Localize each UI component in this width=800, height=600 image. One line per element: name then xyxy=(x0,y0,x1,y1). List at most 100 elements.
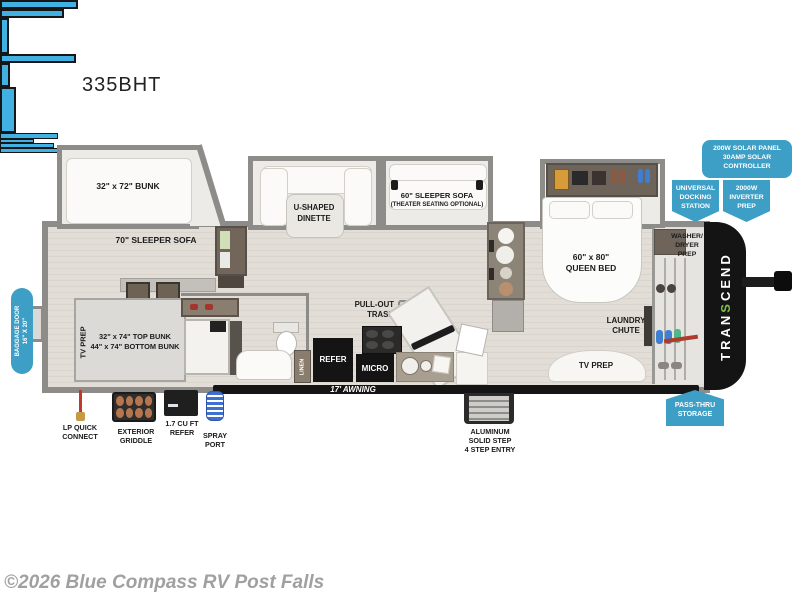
laundry-chute-label-line2: CHUTE xyxy=(612,326,640,335)
refer-label: REFER xyxy=(319,355,347,364)
burner-4 xyxy=(382,341,394,349)
inverter-line1: 2000W xyxy=(735,185,758,192)
spray-label-line1: SPRAY xyxy=(202,431,228,440)
ec-plate-4 xyxy=(499,282,513,296)
inverter-line2: INVERTER xyxy=(729,194,764,202)
mini-refer-label-line1: 1.7 CU FT xyxy=(165,419,199,428)
storage-sandal-2 xyxy=(665,330,672,344)
entry-steps-treads xyxy=(469,396,509,421)
linen-cabinet: LINEN xyxy=(294,350,311,383)
ec-plate-3 xyxy=(500,267,512,279)
wardrobe-cabinet-panel2 xyxy=(220,252,230,268)
lp-label-line2: CONNECT xyxy=(62,432,98,441)
solar-line1: 200W SOLAR PANEL xyxy=(713,145,781,152)
baggage-line1: BAGGAGE DOOR xyxy=(14,305,21,357)
docking-line3: STATION xyxy=(681,203,710,211)
micro: MICRO xyxy=(356,354,394,382)
dinette-label-line1: U-SHAPED xyxy=(293,203,335,212)
wardrobe-item-shoes2 xyxy=(619,169,625,184)
washer-dryer-label-line2: DRYER xyxy=(675,242,699,249)
sofa-label-line2: (THEATER SEATING OPTIONAL) xyxy=(390,202,484,208)
bedroom-dresser xyxy=(548,350,646,382)
brand-post: CEND xyxy=(717,251,733,301)
awning-label: 17' AWNING xyxy=(330,385,376,394)
solar-badge: 200W SOLAR PANEL 30AMP SOLAR CONTROLLER xyxy=(702,140,792,178)
laundry-chute-hardware xyxy=(644,306,653,346)
linen-label: LINEN xyxy=(299,358,306,375)
inverter-badge: 2000W INVERTER PREP xyxy=(723,180,770,222)
bath-wall-right xyxy=(306,293,309,351)
lp-connector xyxy=(76,412,85,421)
storage-sandal-3 xyxy=(674,329,681,343)
ec-handle-2 xyxy=(489,268,494,280)
shower-fixture xyxy=(210,321,226,332)
refer: REFER xyxy=(313,338,353,382)
burner-1 xyxy=(366,330,378,338)
spray-label-line2: PORT xyxy=(205,440,225,449)
wardrobe-item-sandal1 xyxy=(638,169,643,183)
washer-dryer-label-line3: PREP xyxy=(677,251,697,258)
brand-logo: TRANSCEND xyxy=(718,252,733,361)
rear-window xyxy=(0,87,16,133)
entry-landing xyxy=(456,352,488,385)
vanity-item2 xyxy=(205,304,213,310)
bunk-slide-label: 32" x 72" BUNK xyxy=(96,181,160,191)
sleeper-sofa-label: 70" SLEEPER SOFA xyxy=(115,235,197,245)
rod-3 xyxy=(684,258,686,380)
micro-label: MICRO xyxy=(361,364,389,373)
wardrobe-item-bag xyxy=(554,169,569,190)
docking-line1: UNIVERSAL xyxy=(675,185,716,192)
dinette-table xyxy=(286,194,344,238)
storage-shoes-4 xyxy=(671,362,682,369)
counter-sink-2 xyxy=(420,360,432,372)
rear-bunk-platform xyxy=(74,298,186,382)
baggage-door-badge: BAGGAGE DOOR 16" X 20" xyxy=(11,288,33,374)
docking-station-badge: UNIVERSAL DOCKING STATION xyxy=(672,180,719,222)
bunk-window xyxy=(0,0,78,9)
steps-label-line3: 4 STEP ENTRY xyxy=(464,445,516,454)
rear-tv-strip xyxy=(0,133,58,139)
rod-1 xyxy=(664,258,666,380)
brand-accent: S xyxy=(717,300,733,313)
laundry-chute-label-line1: LAUNDRY xyxy=(606,316,646,325)
baggage-line2: 16" X 20" xyxy=(23,317,30,345)
bunk-mattress xyxy=(66,158,192,224)
burner-2 xyxy=(382,330,394,338)
mini-refer xyxy=(164,390,198,416)
docking-line2: DOCKING xyxy=(679,194,712,202)
pass-thru-line1: PASS-THRU xyxy=(674,402,716,409)
spray-port-coil xyxy=(206,391,224,421)
griddle-label-line1: EXTERIOR xyxy=(117,427,155,436)
page-title: 335BHT xyxy=(82,74,162,96)
wardrobe-item-shoes1 xyxy=(611,169,617,184)
storage-shoes-1 xyxy=(656,284,665,293)
queen-bed-label-line2: QUEEN BED xyxy=(565,263,617,273)
queen-bed-label-line1: 60" x 80" xyxy=(572,252,610,262)
front-cap: TRANSCEND xyxy=(704,222,746,390)
bed-pillow-right xyxy=(592,201,633,219)
baggage-door-text: BAGGAGE DOOR 16" X 20" xyxy=(14,306,30,357)
vanity-item1 xyxy=(190,304,198,310)
dinette-bench-left xyxy=(260,168,288,226)
mini-refer-label-line2: REFER xyxy=(169,428,195,437)
storage-shoes-2 xyxy=(667,284,676,293)
bed-pillow-left xyxy=(549,201,590,219)
stove-knobs xyxy=(0,139,34,143)
brand-pre: TRAN xyxy=(717,312,733,361)
awning-bar xyxy=(213,385,699,394)
sofa-armrest-right xyxy=(476,180,483,190)
sofa-cushions xyxy=(389,180,487,210)
ec-plate-2 xyxy=(496,246,514,264)
mini-refer-handle xyxy=(168,404,178,407)
ec-plate-1 xyxy=(498,228,514,244)
dinette-window-left xyxy=(0,18,9,54)
storage-shoes-3 xyxy=(658,362,669,369)
solar-line2: 30AMP SOLAR xyxy=(722,154,772,162)
hitch-coupler xyxy=(774,271,792,291)
copyright-text: ©2026 Blue Compass RV Post Falls xyxy=(4,572,325,593)
storage-sandal-1 xyxy=(656,330,663,344)
bedroom-tv-prep-label: TV PREP xyxy=(578,361,614,370)
lp-wire xyxy=(79,390,82,416)
wardrobe-item-box2 xyxy=(592,171,606,185)
